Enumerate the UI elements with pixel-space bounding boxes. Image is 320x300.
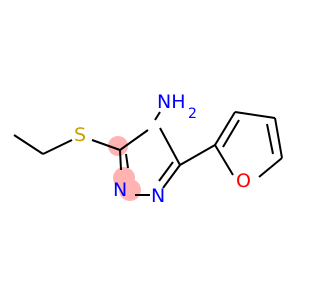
bond-ch2-s [42, 139, 73, 155]
bond-furan-c5-o [258, 157, 283, 178]
atom-amine-subscript: 2 [188, 106, 197, 122]
bond-c5-n1-double [158, 161, 174, 182]
atom-oxygen: O [236, 170, 251, 192]
bond-n4-nh2 [154, 111, 161, 121]
atom-amine: NH [157, 91, 186, 113]
atom-sulfur: S [74, 124, 86, 146]
bond-furan-c2-c3 [214, 111, 236, 146]
bond-furan-c4-c5-double [266, 123, 274, 155]
bond-c5-n1 [162, 164, 181, 189]
bond-furan-o-c2 [214, 144, 234, 176]
atom-nitrogen-2: N [113, 179, 127, 201]
bond-n4-c5 [159, 127, 181, 166]
bond-furan-c4-c5 [274, 117, 283, 159]
bond-n2-c3 [119, 149, 122, 171]
bond-c5-furan [179, 144, 216, 166]
atom-nitrogen-1: N [151, 185, 165, 207]
bond-furan-c2-c3-double [222, 119, 240, 148]
highlight-c3 [108, 136, 128, 156]
bond-furan-c3-c4 [234, 111, 276, 119]
bond-s-c3 [91, 139, 121, 151]
bond-n2-c3-double [125, 153, 129, 169]
structure-canvas: S NH 2 NH N N O [13, 91, 283, 207]
bond-ch3-ch2 [13, 134, 44, 155]
bond-c3-n4 [119, 129, 149, 151]
molecule-structure: S NH 2 NH N N O [13, 91, 283, 207]
